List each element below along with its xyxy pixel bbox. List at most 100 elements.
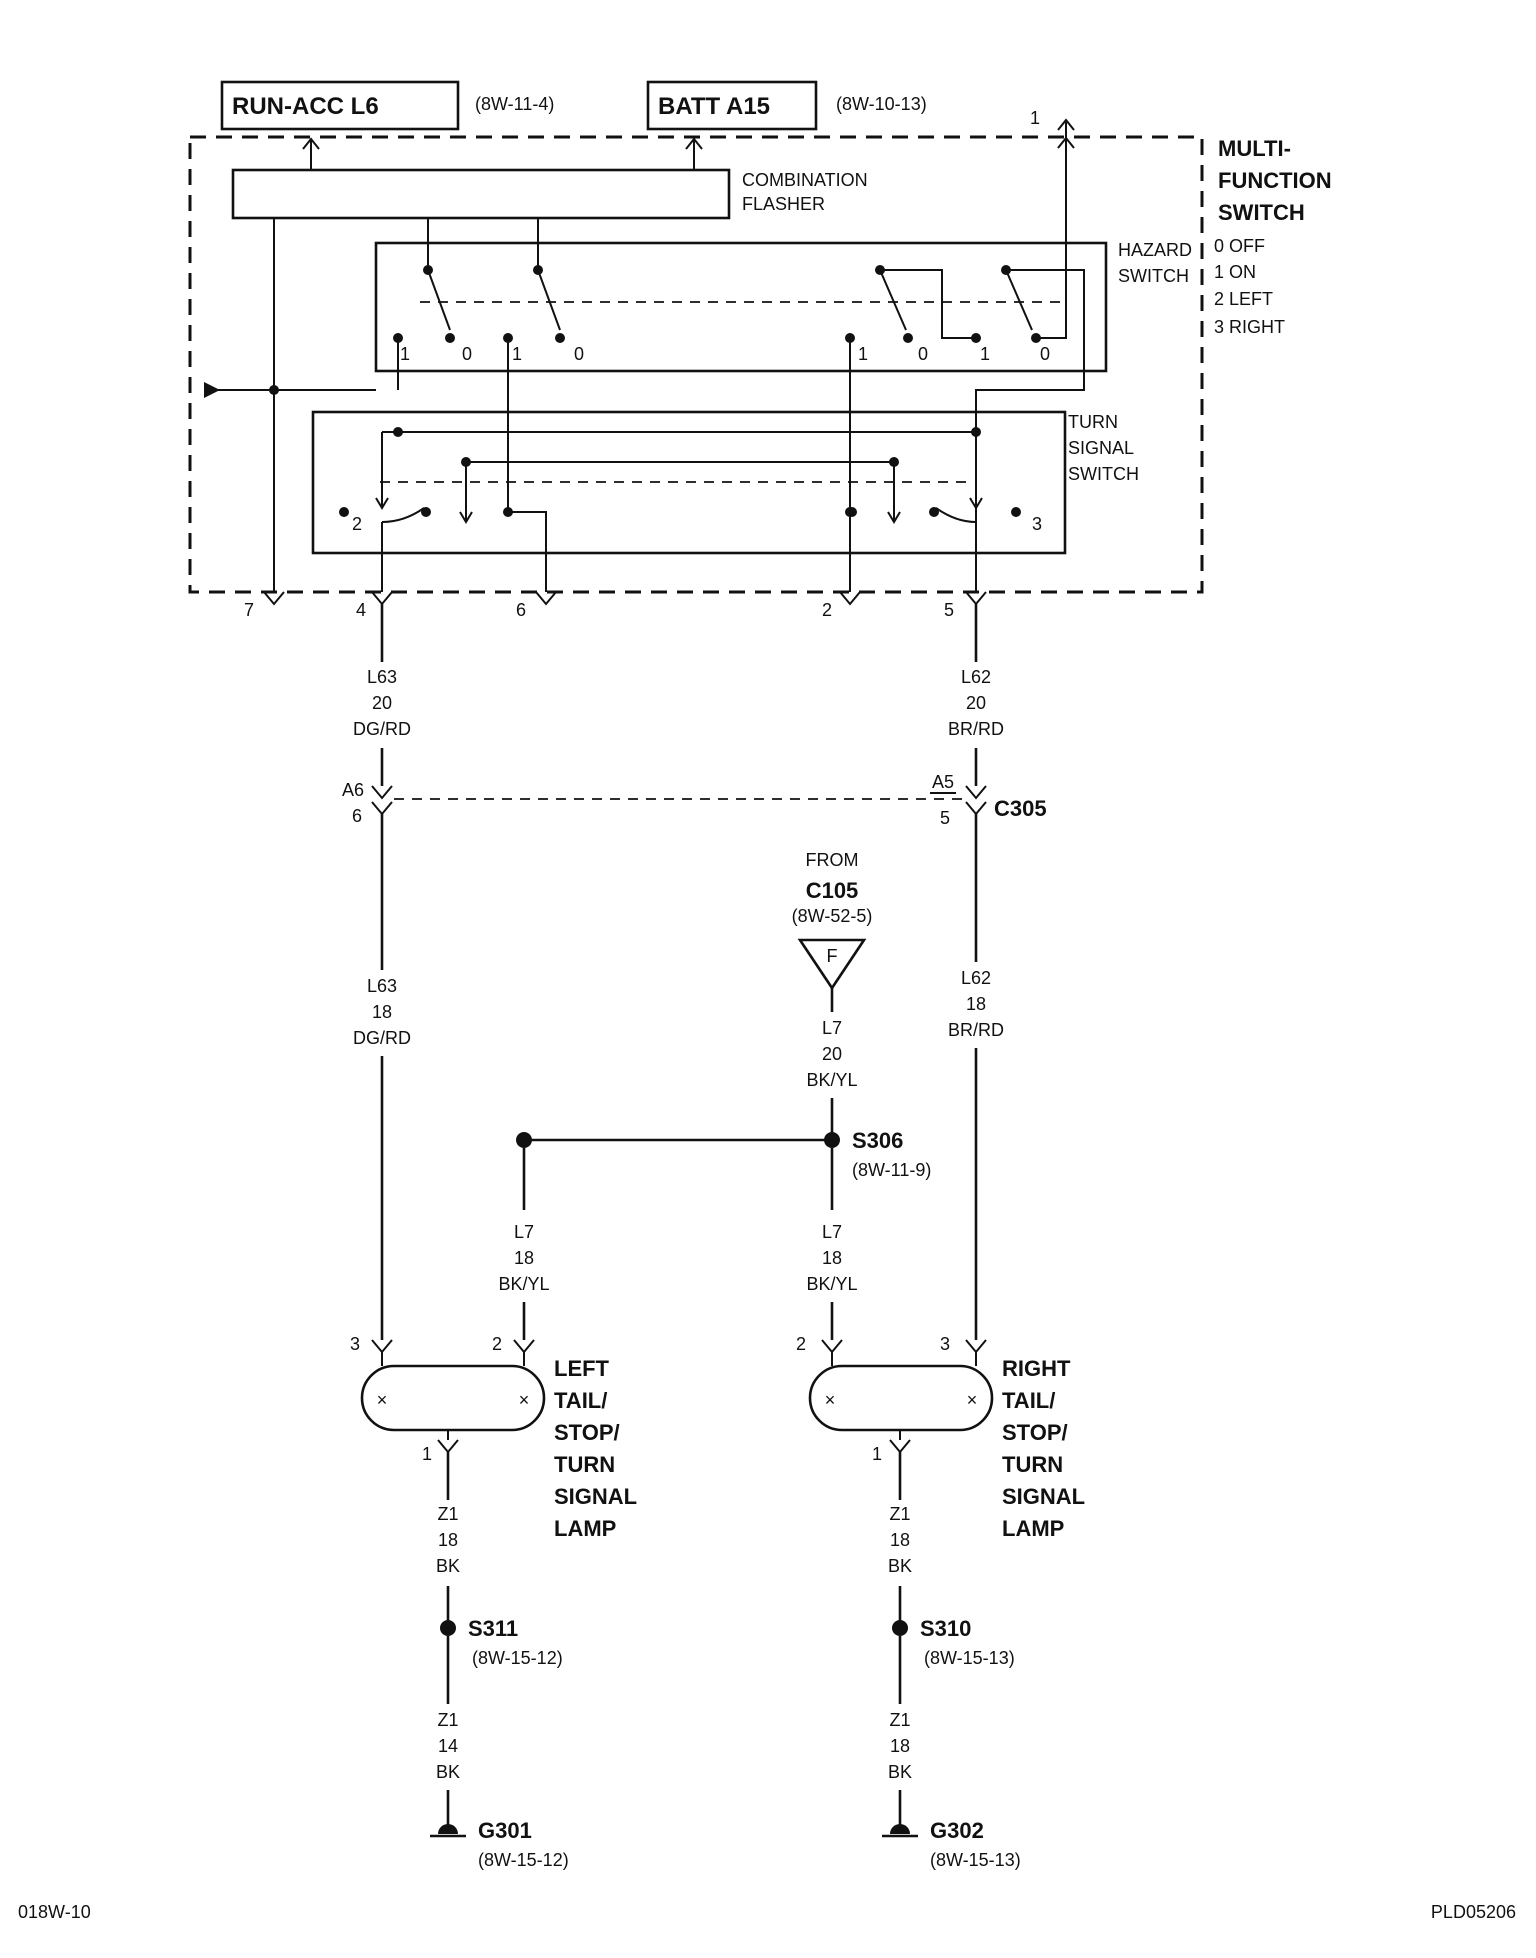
wire-label: L62 bbox=[961, 968, 991, 988]
right-lamp: 2 3 × × RIGHT TAIL/ STOP/ TURN SIGNAL LA… bbox=[796, 1334, 1085, 1541]
splice-ref: (8W-15-12) bbox=[472, 1648, 563, 1668]
wire-label: L63 bbox=[367, 667, 397, 687]
wire-z1-right-18a: Z1 18 BK bbox=[888, 1504, 912, 1576]
wire-label: BK bbox=[888, 1556, 912, 1576]
turn-signal-switch: TURN SIGNAL SWITCH 2 3 bbox=[311, 410, 1139, 555]
lamp-title-line: LAMP bbox=[554, 1516, 616, 1541]
lamp-title-line: TURN bbox=[1002, 1452, 1063, 1477]
splice-ref: (8W-15-13) bbox=[924, 1648, 1015, 1668]
wire-label: L7 bbox=[822, 1222, 842, 1242]
wire-l7-18-mid: L7 18 BK/YL bbox=[806, 1222, 857, 1294]
wire-label: L63 bbox=[367, 976, 397, 996]
legend-item: 0 OFF bbox=[1214, 236, 1265, 256]
wire-label: L62 bbox=[961, 667, 991, 687]
wire-label: 14 bbox=[438, 1736, 458, 1756]
connector-name: C305 bbox=[994, 796, 1047, 821]
hazard-label: HAZARD bbox=[1118, 240, 1192, 260]
pin-label: 3 bbox=[350, 1334, 360, 1354]
wire-label: DG/RD bbox=[353, 719, 411, 739]
wire-label: L7 bbox=[822, 1018, 842, 1038]
wire-label: 18 bbox=[966, 994, 986, 1014]
batt-ref: (8W-10-13) bbox=[836, 94, 927, 114]
splice-s311: S311 (8W-15-12) bbox=[440, 1616, 563, 1668]
ground-g301: G301 (8W-15-12) bbox=[430, 1818, 569, 1870]
mfs-title-line: MULTI- bbox=[1218, 136, 1291, 161]
wire-label: Z1 bbox=[437, 1710, 458, 1730]
ground-ref: (8W-15-13) bbox=[930, 1850, 1021, 1870]
hazard-switch: HAZARD SWITCH 1 0 1 0 1 0 1 0 bbox=[374, 138, 1192, 373]
ground-name: G301 bbox=[478, 1818, 532, 1843]
fuse-letter: F bbox=[827, 946, 838, 966]
footer-left: 018W-10 bbox=[18, 1902, 91, 1922]
run-acc-ref: (8W-11-4) bbox=[475, 94, 554, 114]
wire-label: L7 bbox=[514, 1222, 534, 1242]
right-lamp-title: RIGHT TAIL/ STOP/ TURN SIGNAL LAMP bbox=[1002, 1356, 1085, 1541]
pin-label: 6 bbox=[352, 806, 362, 826]
legend-item: 3 RIGHT bbox=[1214, 317, 1285, 337]
pin-label: 7 bbox=[244, 600, 254, 620]
mfs-title: MULTI- FUNCTION SWITCH bbox=[1218, 136, 1332, 225]
lamp-filament-icon: × bbox=[519, 1390, 530, 1410]
ground-name: G302 bbox=[930, 1818, 984, 1843]
turn-pos-right: 3 bbox=[1032, 514, 1042, 534]
connector-c305: A6 6 A5 5 C305 bbox=[342, 772, 1047, 828]
pin-label: 2 bbox=[796, 1334, 806, 1354]
multi-function-switch: MULTI- FUNCTION SWITCH 0 OFF 1 ON 2 LEFT… bbox=[188, 108, 1332, 594]
wire-z1-right-18b: Z1 18 BK bbox=[888, 1710, 912, 1782]
wire-label: Z1 bbox=[889, 1504, 910, 1524]
from-label: FROM bbox=[806, 850, 859, 870]
feed-arrows bbox=[302, 137, 703, 170]
wire-label: Z1 bbox=[437, 1504, 458, 1524]
legend-item: 2 LEFT bbox=[1214, 289, 1273, 309]
contact-label: 0 bbox=[462, 344, 472, 364]
lamp-title-line: STOP/ bbox=[554, 1420, 620, 1445]
flasher-label: FLASHER bbox=[742, 194, 825, 214]
lamp-title-line: TURN bbox=[554, 1452, 615, 1477]
lamp-title-line: SIGNAL bbox=[554, 1484, 637, 1509]
from-c105: FROM C105 (8W-52-5) F bbox=[792, 850, 872, 1012]
splice-s310: S310 (8W-15-13) bbox=[892, 1616, 1015, 1668]
wire-label: BK/YL bbox=[806, 1070, 857, 1090]
ground-ref: (8W-15-12) bbox=[478, 1850, 569, 1870]
wire-l63-18: L63 18 DG/RD bbox=[353, 976, 411, 1048]
contact-label: 1 bbox=[858, 344, 868, 364]
contact-label: 0 bbox=[574, 344, 584, 364]
wire-label: 18 bbox=[822, 1248, 842, 1268]
wire-l62-20: L62 20 BR/RD bbox=[948, 667, 1004, 739]
wire-label: 20 bbox=[372, 693, 392, 713]
wire-label: 18 bbox=[372, 1002, 392, 1022]
contact-label: 1 bbox=[512, 344, 522, 364]
internal-wires bbox=[204, 218, 855, 592]
hazard-label: SWITCH bbox=[1118, 266, 1189, 286]
splice-name: S310 bbox=[920, 1616, 971, 1641]
run-acc-label: RUN-ACC L6 bbox=[232, 93, 379, 120]
combination-flasher: COMBINATION FLASHER bbox=[231, 168, 868, 220]
left-lamp: 3 2 × × LEFT TAIL/ STOP/ TURN SIGNAL LAM… bbox=[350, 1334, 637, 1541]
wire-z1-left-18: Z1 18 BK bbox=[436, 1504, 460, 1576]
wire-l7-20: L7 20 BK/YL bbox=[806, 1018, 857, 1090]
turn-label: SIGNAL bbox=[1068, 438, 1134, 458]
pin-label: 3 bbox=[940, 1334, 950, 1354]
turn-label: TURN bbox=[1068, 412, 1118, 432]
wire-label: 20 bbox=[822, 1044, 842, 1064]
lamp-filament-icon: × bbox=[967, 1390, 978, 1410]
wire-label: BR/RD bbox=[948, 1020, 1004, 1040]
mfs-title-line: SWITCH bbox=[1218, 200, 1305, 225]
contact-label: 0 bbox=[1040, 344, 1050, 364]
ground-g302: G302 (8W-15-13) bbox=[882, 1818, 1021, 1870]
splice-s306: S306 (8W-11-9) bbox=[516, 1128, 931, 1180]
splice-ref: (8W-11-9) bbox=[852, 1160, 931, 1180]
pin-label: 1 bbox=[422, 1444, 432, 1464]
run-acc-feed: RUN-ACC L6 (8W-11-4) bbox=[220, 80, 554, 131]
turn-pos-left: 2 bbox=[352, 514, 362, 534]
wire-label: Z1 bbox=[889, 1710, 910, 1730]
pin-label: 1 bbox=[1030, 108, 1040, 128]
wire-label: BK bbox=[436, 1762, 460, 1782]
splice-name: S306 bbox=[852, 1128, 903, 1153]
batt-feed: BATT A15 (8W-10-13) bbox=[646, 80, 927, 131]
left-lamp-title: LEFT TAIL/ STOP/ TURN SIGNAL LAMP bbox=[554, 1356, 637, 1541]
wire-label: BK bbox=[888, 1762, 912, 1782]
wire-label: BK bbox=[436, 1556, 460, 1576]
splice-name: S311 bbox=[468, 1616, 518, 1641]
